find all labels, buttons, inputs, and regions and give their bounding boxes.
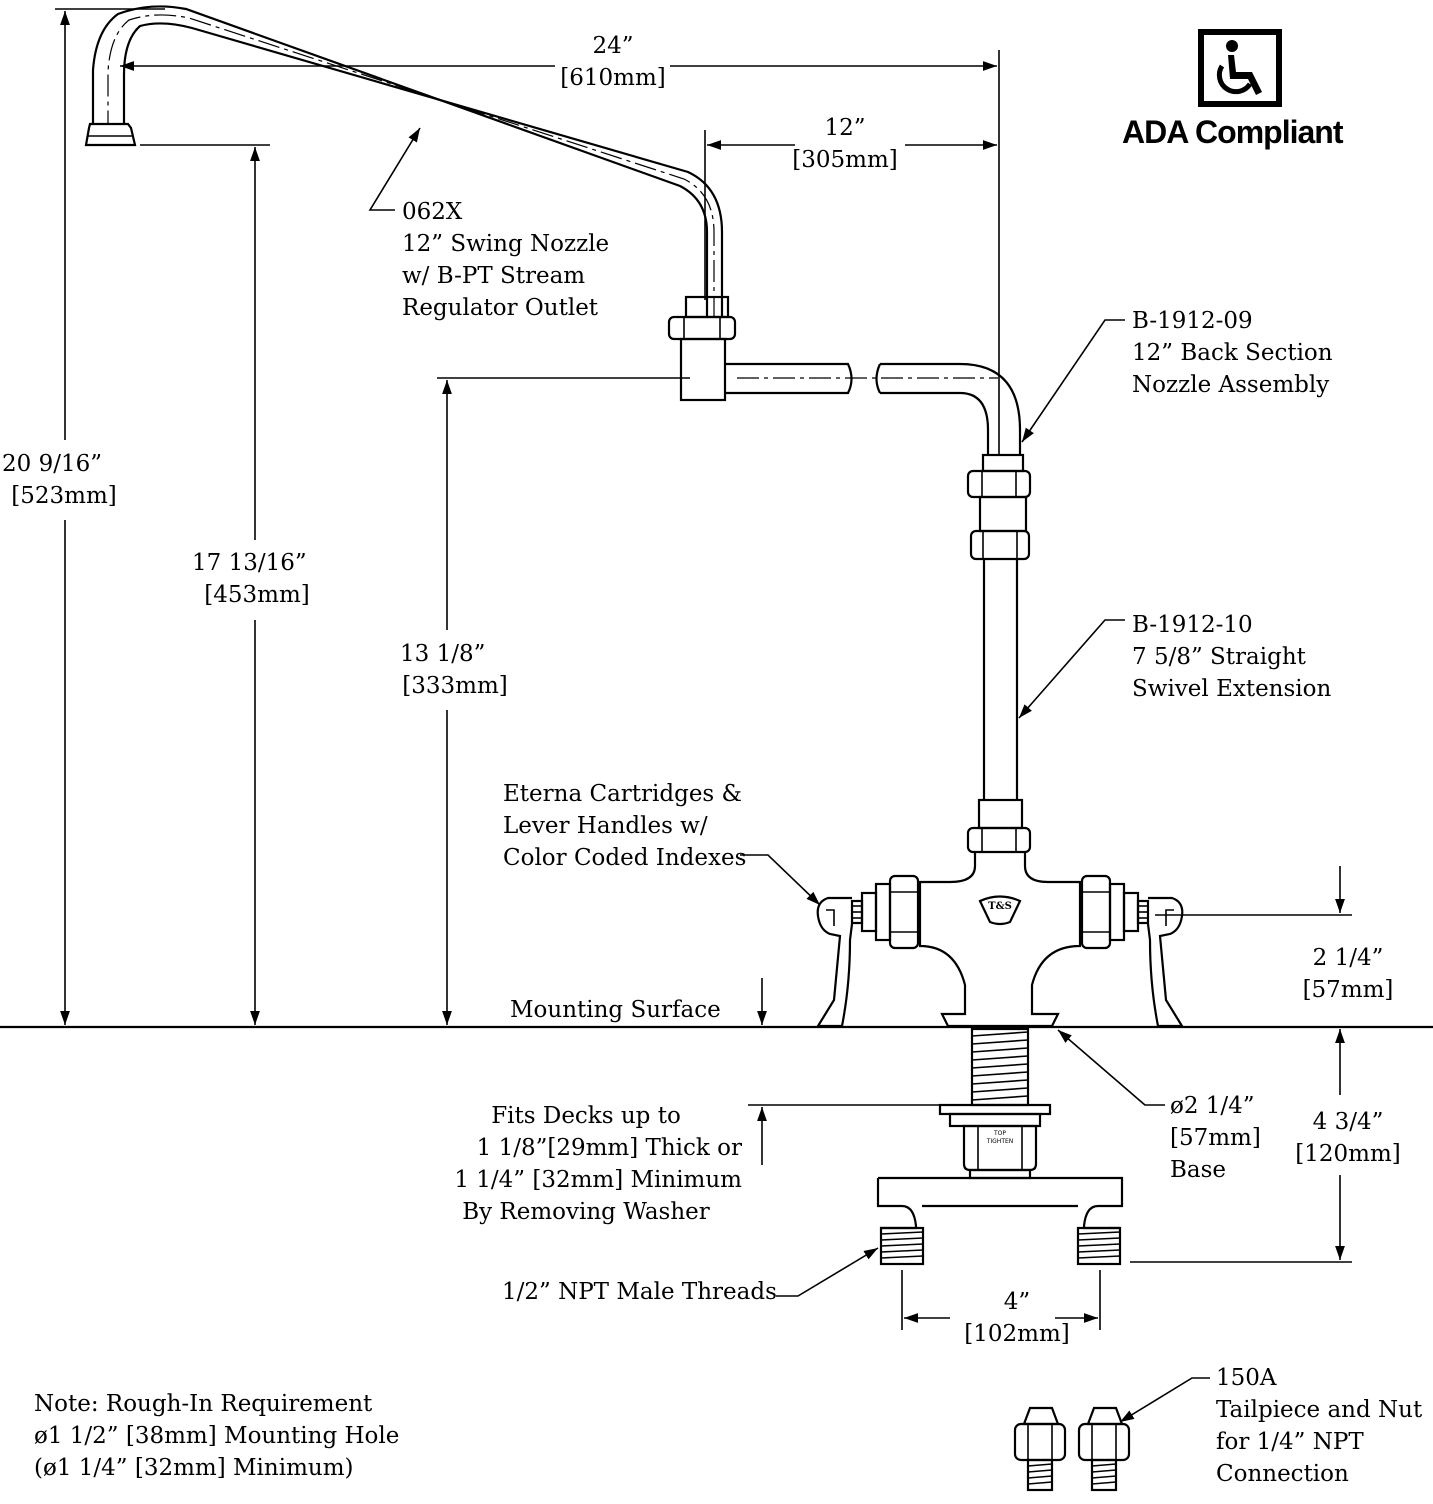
faucet-body [918,852,1082,1028]
swing-nozzle [84,5,724,318]
mounting-surface-label: Mounting Surface [510,997,721,1023]
dim-24-label: 24”[610mm] [560,33,666,91]
dim-2-1-4-label: 2 1/4”[57mm] [1302,945,1394,1003]
cartridges-callout: Eterna Cartridges &Lever Handles w/Color… [503,781,747,871]
nozzle-swivel-nut [667,295,737,402]
threaded-shank [938,1027,1052,1180]
dim-17-label: 17 13/16”[453mm] [192,550,310,608]
dim-4-label: 4”[102mm] [964,1289,1070,1347]
base-callout: ø2 1/4”[57mm]Base [1170,1093,1261,1183]
extension-lines [55,8,1352,1330]
ts-logo: T&S [988,901,1012,912]
right-valve [1080,874,1184,1028]
riser-assembly [966,453,1032,854]
back-section-pipe [725,362,1022,455]
wheelchair-icon [1198,29,1282,107]
dim-20-label: 20 9/16”[523mm] [2,451,117,509]
left-valve [816,874,920,1028]
threads-callout: 1/2” NPT Male Threads [502,1279,777,1305]
dim-4-3-4-label: 4 3/4”[120mm] [1295,1109,1401,1167]
leader-lines [368,127,1210,1423]
dim-12-label: 12”[305mm] [792,115,898,173]
dim-13-label: 13 1/8”[333mm] [400,641,508,699]
supply-crossbar [876,1176,1124,1266]
tailpiece-150a [1013,1406,1131,1492]
top-tighten-mark: TOP TIGHTEN [986,1130,1014,1145]
ada-compliant-label: ADA Compliant [1122,114,1343,150]
dimension-lines [60,10,1345,1323]
